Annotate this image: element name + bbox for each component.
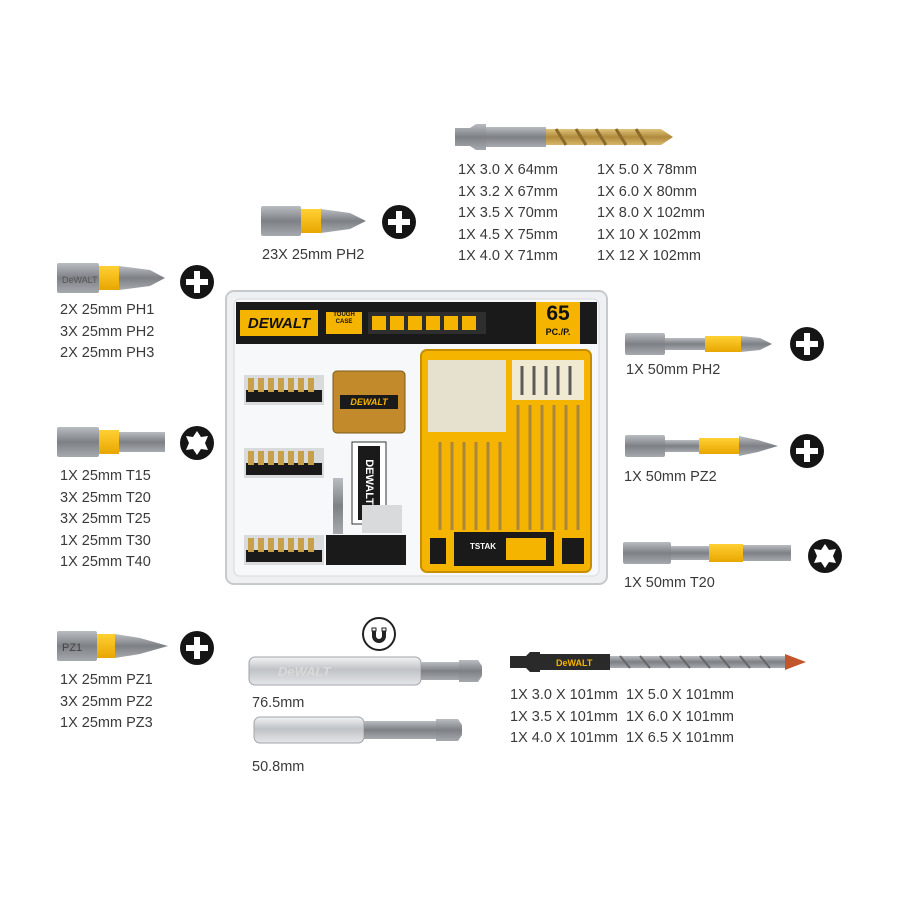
ph-25mm-bit-image: DeWALT <box>57 263 165 293</box>
spec-line: 1X 6.0 X 80mm <box>597 183 697 200</box>
holder-logo-text: DEWALT <box>363 459 375 505</box>
spec-line: 3X 25mm PZ2 <box>60 693 153 710</box>
phillips-cross-icon <box>180 265 214 299</box>
ph-25mm-spec-list: 2X 25mm PH1 3X 25mm PH2 2X 25mm PH3 <box>60 300 154 365</box>
case-name-text: TOUGH CASE <box>333 312 355 325</box>
hss-drill-spec-list-left: 1X 3.0 X 64mm 1X 3.2 X 67mm 1X 3.5 X 70m… <box>458 160 558 268</box>
t-25mm-bit-image <box>57 427 165 457</box>
spec-line: 2X 25mm PH1 <box>60 302 155 318</box>
holder-50mm-spec: 50.8mm <box>252 759 305 775</box>
ph2-25mm-bit-image <box>261 206 366 236</box>
spec-line: 1X 5.0 X 101mm <box>626 687 734 703</box>
pz-25mm-bit-image: PZ1 <box>57 631 168 661</box>
ph2-25mm-spec: 23X 25mm PH2 <box>262 247 365 263</box>
tough-case-image <box>225 290 608 585</box>
spec-line: 1X 8.0 X 102mm <box>597 205 705 221</box>
spec-line: 1X 3.0 X 64mm <box>458 162 558 178</box>
spec-line: 1X 25mm T40 <box>60 554 151 570</box>
spec-line: 3X 25mm PH2 <box>60 323 155 340</box>
svg-text:DeWALT: DeWALT <box>62 275 98 285</box>
piece-count-badge: 65 PC./P. <box>536 302 580 344</box>
bit-holder-50mm-image <box>253 716 462 744</box>
pz2-50mm-spec: 1X 50mm PZ2 <box>624 469 717 485</box>
spec-line: 1X 25mm T15 <box>60 468 151 484</box>
torx-star-icon <box>180 426 214 460</box>
holder-76mm-spec: 76.5mm <box>252 695 305 711</box>
spec-line: 1X 25mm PZ3 <box>60 715 153 731</box>
pz2-50mm-bit-image <box>625 435 778 457</box>
pozidriv-cross-icon <box>180 631 214 665</box>
phillips-cross-icon <box>790 327 824 361</box>
spec-line: 1X 6.0 X 101mm <box>626 708 734 725</box>
spec-line: 1X 3.5 X 70mm <box>458 205 558 221</box>
spec-line: 1X 4.0 X 101mm <box>510 730 618 746</box>
spec-line: 1X 25mm T30 <box>60 532 151 549</box>
masonry-drill-bit-image: DeWALT <box>510 652 806 672</box>
small-box-logo-text: DEWALT <box>350 397 388 407</box>
small-box-logo: DEWALT <box>340 395 398 409</box>
t-25mm-spec-list: 1X 25mm T15 3X 25mm T20 3X 25mm T25 1X 2… <box>60 466 151 574</box>
masonry-drill-spec-list-right: 1X 5.0 X 101mm 1X 6.0 X 101mm 1X 6.5 X 1… <box>626 685 734 750</box>
spec-line: 1X 5.0 X 78mm <box>597 162 697 178</box>
phillips-cross-icon <box>382 205 416 239</box>
spec-line: 1X 12 X 102mm <box>597 248 701 264</box>
t20-50mm-spec: 1X 50mm T20 <box>624 575 715 591</box>
case-brand-logo: DEWALT <box>240 310 318 336</box>
stack-label-text: TSTAK <box>469 542 497 551</box>
magnet-icon <box>362 617 396 651</box>
torx-star-icon <box>808 539 842 573</box>
bit-holder-76mm-image: DeWALT <box>248 656 482 686</box>
spec-line: 1X 4.0 X 71mm <box>458 248 558 264</box>
case-name-label: TOUGH CASE <box>326 312 362 334</box>
spec-line: 3X 25mm T25 <box>60 511 151 527</box>
ph2-50mm-bit-image <box>625 333 772 355</box>
piece-count-number: 65 <box>546 302 570 325</box>
pozidriv-cross-icon <box>790 434 824 468</box>
svg-text:DeWALT: DeWALT <box>278 664 332 679</box>
masonry-drill-spec-list-left: 1X 3.0 X 101mm 1X 3.5 X 101mm 1X 4.0 X 1… <box>510 685 618 750</box>
spec-line: 1X 10 X 102mm <box>597 226 701 243</box>
brand-logo-text: DEWALT <box>247 314 311 332</box>
ph2-50mm-spec: 1X 50mm PH2 <box>626 362 721 378</box>
hss-drill-spec-list-right: 1X 5.0 X 78mm 1X 6.0 X 80mm 1X 8.0 X 102… <box>597 160 705 268</box>
spec-line: 1X 6.5 X 101mm <box>626 730 734 746</box>
t20-50mm-bit-image <box>623 542 791 564</box>
holder-logo: DEWALT <box>358 446 380 520</box>
stack-label: TSTAK <box>462 540 504 554</box>
spec-line: 3X 25mm T20 <box>60 489 151 506</box>
svg-text:DeWALT: DeWALT <box>556 658 593 668</box>
spec-line: 1X 3.2 X 67mm <box>458 183 558 200</box>
spec-line: 1X 3.5 X 101mm <box>510 708 618 725</box>
pz-25mm-spec-list: 1X 25mm PZ1 3X 25mm PZ2 1X 25mm PZ3 <box>60 670 153 735</box>
spec-line: 2X 25mm PH3 <box>60 345 155 361</box>
hss-drill-bit-image <box>455 124 673 150</box>
spec-line: 1X 3.0 X 101mm <box>510 687 618 703</box>
spec-line: 1X 4.5 X 75mm <box>458 226 558 243</box>
svg-text:PZ1: PZ1 <box>62 642 82 654</box>
spec-line: 1X 25mm PZ1 <box>60 672 153 688</box>
piece-count-unit: PC./P. <box>545 327 571 337</box>
